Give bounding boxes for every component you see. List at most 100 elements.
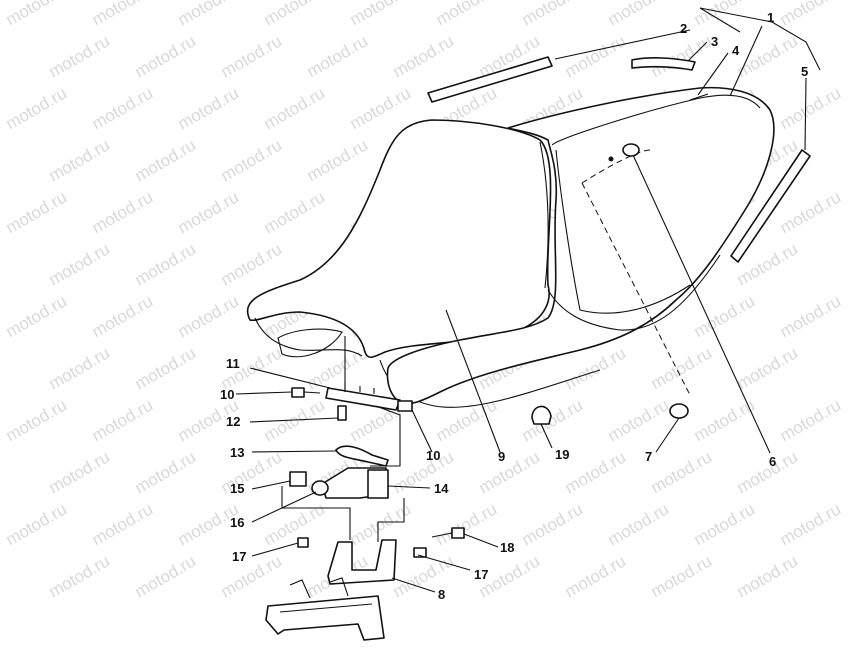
watermark-text: motod.ru	[777, 187, 845, 237]
callout-8: 8	[438, 587, 445, 602]
callout-2: 2	[680, 21, 687, 36]
callout-17-left: 17	[232, 549, 246, 564]
callout-16: 16	[230, 515, 244, 530]
bolt-part-10-right	[397, 400, 413, 412]
watermark-text: motod.ru	[519, 395, 587, 445]
watermark-text: motod.ru	[175, 83, 243, 133]
watermark-text: motod.ru	[777, 83, 845, 133]
lock-bracket-part-8	[327, 539, 397, 585]
watermark-text: motod.ru	[433, 499, 501, 549]
watermark-text: motod.ru	[390, 31, 458, 81]
callout-15: 15	[230, 481, 244, 496]
watermark-text: motod.ru	[261, 499, 329, 549]
callout-1: 1	[767, 10, 774, 25]
side-decal-part-5	[730, 149, 811, 263]
watermark-text: motod.ru	[304, 31, 372, 81]
watermark-text: motod.ru	[132, 343, 200, 393]
nut-part-16	[311, 480, 329, 496]
watermark-text: motod.ru	[648, 551, 716, 601]
watermark-text: motod.ru	[691, 0, 759, 29]
callout-10-right: 10	[426, 448, 440, 463]
watermark-text: motod.ru	[218, 135, 286, 185]
callout-6: 6	[769, 454, 776, 469]
seat-part-9	[246, 119, 601, 408]
watermark-text: motod.ru	[691, 291, 759, 341]
watermark-text: motod.ru	[175, 187, 243, 237]
watermark-text: motod.ru	[347, 83, 415, 133]
watermark-text: motod.ru	[605, 0, 673, 29]
callout-4: 4	[732, 43, 740, 58]
watermark-text: motod.ru	[89, 187, 157, 237]
watermark-text: motod.ru	[132, 135, 200, 185]
bolt-part-18	[431, 527, 465, 539]
callout-18: 18	[500, 540, 514, 555]
watermark-text: motod.ru	[562, 447, 630, 497]
watermark-text: motod.ru	[89, 499, 157, 549]
callout-19: 19	[555, 447, 569, 462]
watermark-text: motod.ru	[648, 447, 716, 497]
callout-10-left: 10	[220, 387, 234, 402]
watermark-text: motod.ru	[3, 499, 71, 549]
watermark-text: motod.ru	[132, 31, 200, 81]
watermark-text: motod.ru	[132, 447, 200, 497]
callout-5: 5	[801, 64, 808, 79]
watermark-text: motod.ru	[218, 239, 286, 289]
watermark-text: motod.ru	[734, 31, 802, 81]
watermark-text: motod.ru	[605, 395, 673, 445]
watermark-text: motod.ru	[390, 551, 458, 601]
watermark-text: motod.ru	[562, 31, 630, 81]
watermark-text: motod.ru	[218, 31, 286, 81]
watermark-text: motod.ru	[175, 0, 243, 29]
watermark-text: motod.ru	[261, 187, 329, 237]
watermark-text: motod.ru	[777, 395, 845, 445]
watermark-text: motod.ru	[3, 0, 71, 29]
watermark-text: motod.ru	[218, 551, 286, 601]
watermark-text: motod.ru	[218, 447, 286, 497]
cushion-part-19	[531, 405, 552, 425]
screw-part-17-right	[413, 547, 427, 558]
watermark-text: motod.ru	[605, 499, 673, 549]
callout-3: 3	[711, 34, 718, 49]
watermark-text: motod.ru	[3, 187, 71, 237]
watermark-text: motod.ru	[519, 0, 587, 29]
watermark-text: motod.ru	[562, 551, 630, 601]
watermark-text: motod.ru	[777, 499, 845, 549]
watermark-text: motod.ru	[89, 291, 157, 341]
watermark-text: motod.ru	[304, 135, 372, 185]
frame-mount-base	[265, 577, 385, 641]
spring-part-13	[335, 445, 389, 467]
callout-9: 9	[498, 449, 505, 464]
watermark-text: motod.ru	[46, 447, 114, 497]
watermark-text: motod.ru	[691, 395, 759, 445]
watermark-text: motod.ru	[777, 0, 845, 29]
latch-bracket-part-14	[321, 467, 389, 499]
watermark-text: motod.ru	[89, 83, 157, 133]
leader-lines	[235, 7, 821, 593]
watermark-text: motod.ru	[777, 291, 845, 341]
screw-part-17-left	[297, 537, 309, 548]
watermark-text: motod.ru	[3, 83, 71, 133]
watermark-text: motod.ru	[476, 447, 544, 497]
watermark-text: motod.ru	[132, 551, 200, 601]
callout-14: 14	[434, 481, 449, 496]
watermark-text: motod.ru	[261, 0, 329, 29]
lock-part-6	[608, 143, 640, 162]
watermark-text: motod.ru	[89, 0, 157, 29]
callout-11: 11	[226, 356, 240, 371]
callout-17-right: 17	[474, 567, 488, 582]
watermark-text: motod.ru	[691, 499, 759, 549]
watermark-text: motod.ru	[46, 31, 114, 81]
callout-7: 7	[645, 449, 652, 464]
screw-part-12	[337, 405, 347, 421]
watermark-text: motod.ru	[648, 343, 716, 393]
watermark-text: motod.ru	[734, 447, 802, 497]
trim-strip-part-2	[427, 56, 553, 103]
callout-12: 12	[226, 414, 240, 429]
watermark-text: motod.ru	[734, 343, 802, 393]
watermark-text: motod.ru	[347, 0, 415, 29]
watermark-text: motod.ru	[46, 343, 114, 393]
cable-end-part-15	[289, 471, 307, 487]
watermark-text: motod.ru	[3, 291, 71, 341]
watermark-text: motod.ru	[3, 395, 71, 445]
